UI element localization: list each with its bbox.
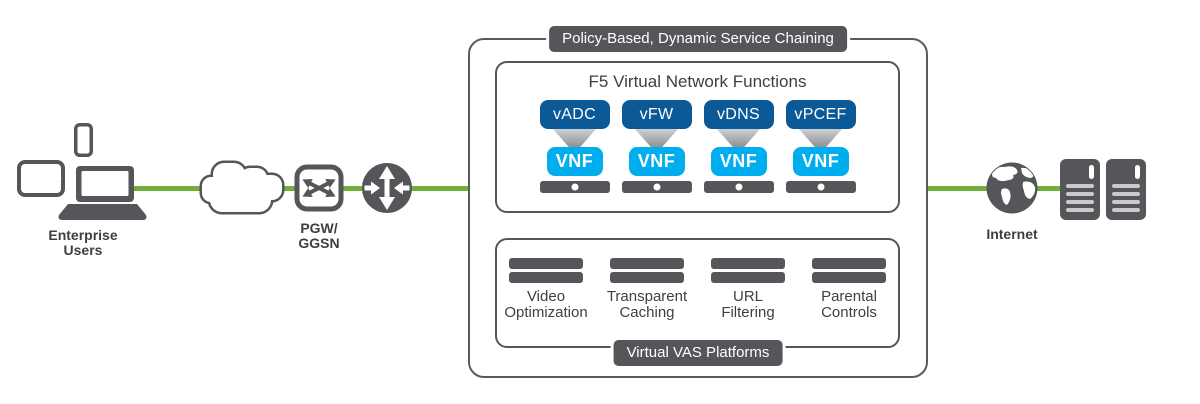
f5-vnf-box: F5 Virtual Network Functions vADC VNF vF… [495,61,900,213]
laptop-icon [58,166,147,220]
funnel-icon [716,129,761,147]
internet-label: Internet [986,226,1038,242]
server-tower-icon [1060,159,1100,220]
vas-label-line1: Transparent [606,288,688,305]
appliance-bar-icon [812,258,886,269]
vas-label: Transparent Caching [607,289,687,321]
vpcef-badge: vPCEF [785,100,856,129]
funnel-icon [634,129,679,147]
vas-label-line2: Optimization [504,304,588,321]
vas-label-line1: URL [732,288,763,305]
enterprise-users-label: Enterprise Users [33,228,133,258]
vas-label-line1: Video [526,288,566,305]
vas-label-line2: Caching [619,304,675,321]
virtual-vas-badge: Virtual VAS Platforms [610,337,786,369]
funnel-icon [552,129,597,147]
appliance-bar-icon [621,181,692,193]
enterprise-users-line2: Users [63,242,103,258]
vas-label: URL Filtering [721,289,774,321]
policy-chaining-badge: Policy-Based, Dynamic Service Chaining [546,23,850,55]
vnf-chip: VNF [546,147,603,176]
smartphone-icon [74,123,93,157]
vnf-column-vfw: vFW VNF [619,100,695,193]
server-towers-icon [1060,159,1146,220]
vas-box: Video Optimization Transparent Caching [495,238,900,348]
appliance-bar-icon [610,272,684,283]
vas-column-parental-controls: Parental Controls [801,258,897,321]
appliance-bar-icon [610,258,684,269]
tablet-icon [17,160,65,197]
vas-column-transparent-caching: Transparent Caching [599,258,695,321]
pgw-line1: PGW/ [300,220,338,236]
vfw-badge: vFW [621,100,692,129]
enterprise-devices-icon [17,123,147,220]
gateway-switch-icon [294,164,344,212]
service-chaining-box: F5 Virtual Network Functions vADC VNF vF… [468,38,928,378]
vas-column-url-filtering: URL Filtering [700,258,796,321]
vas-label-line2: Controls [821,304,877,321]
appliance-bar-icon [812,272,886,283]
vnf-chip: VNF [710,147,767,176]
vas-label-line2: Filtering [721,304,775,321]
funnel-icon [798,129,843,147]
pgw-ggsn-label: PGW/ GGSN [292,221,346,251]
vnf-chip: VNF [792,147,849,176]
vdns-badge: vDNS [703,100,774,129]
cloud-icon [199,160,285,215]
vnf-column-vadc: vADC VNF [537,100,613,193]
vas-label: Parental Controls [821,289,877,321]
appliance-bar-icon [539,181,610,193]
appliance-bar-icon [785,181,856,193]
server-tower-icon [1106,159,1146,220]
vas-label: Video Optimization [504,289,587,321]
globe-icon [986,162,1038,214]
vnf-column-vpcef: vPCEF VNF [783,100,859,193]
appliance-bar-icon [509,258,583,269]
vas-column-video-optimization: Video Optimization [498,258,594,321]
appliance-bar-icon [711,272,785,283]
vnf-chip: VNF [628,147,685,176]
enterprise-users-line1: Enterprise [48,227,118,243]
vadc-badge: vADC [539,100,610,129]
f5-vnf-title: F5 Virtual Network Functions [588,72,807,91]
appliance-bar-icon [711,258,785,269]
vas-columns: Video Optimization Transparent Caching [497,258,898,321]
pgw-line2: GGSN [298,235,340,251]
vnf-columns: vADC VNF vFW VNF vDNS VNF [497,100,898,193]
vnf-column-vdns: vDNS VNF [701,100,777,193]
router-icon [362,163,412,213]
vas-label-line1: Parental [821,288,877,305]
appliance-bar-icon [703,181,774,193]
appliance-bar-icon [509,272,583,283]
